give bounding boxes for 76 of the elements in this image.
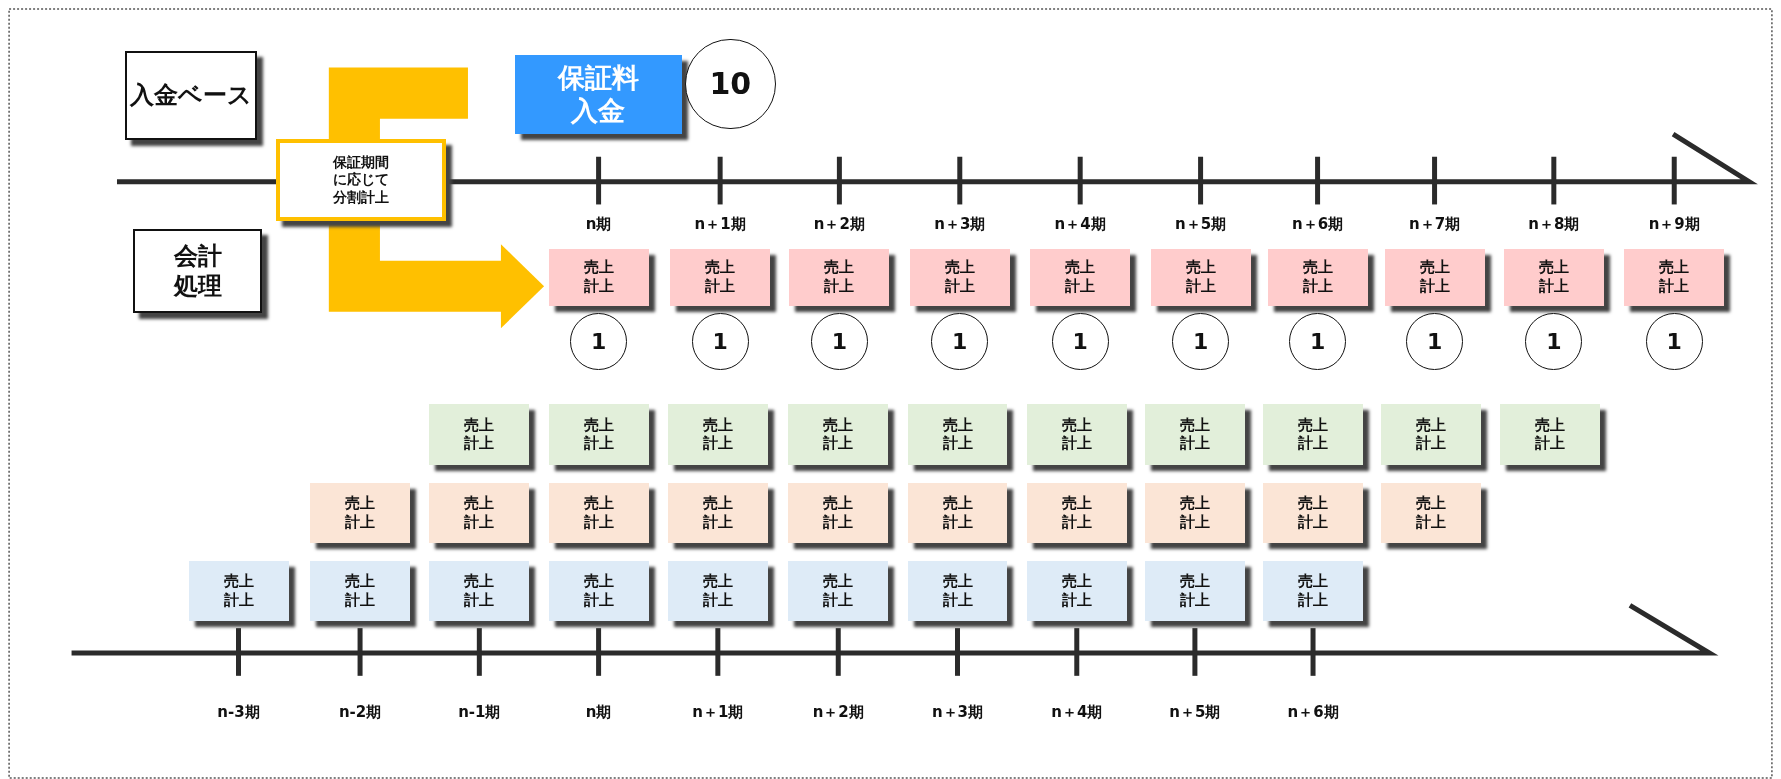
sales-box: 売上計上 [789,248,890,306]
sales-box: 売上計上 [788,404,889,465]
amount-circle: 10 [684,38,776,130]
sales-box: 売上計上 [907,561,1008,622]
sales-box: 売上計上 [429,561,530,622]
sales-box: 売上計上 [909,248,1010,306]
sales-box: 売上計上 [670,248,771,306]
period-label: n＋8期 [1528,214,1580,234]
period-label: n＋5期 [1169,703,1221,723]
sales-box: 売上計上 [1026,561,1127,622]
label-box: 入金ベース [124,51,257,140]
amount-circle: 1 [811,313,868,371]
period-label: n-2期 [338,703,382,723]
sales-box: 売上計上 [1384,248,1485,306]
amount-circle: 1 [570,313,627,371]
amount-circle: 1 [691,313,749,371]
sales-box: 売上計上 [788,561,889,622]
sales-box: 売上計上 [667,404,768,465]
label-box: 保証料入金 [514,54,682,134]
amount-circle: 1 [1645,313,1703,371]
period-label: n＋3期 [934,214,986,234]
amount-circle: 1 [1051,313,1109,371]
period-label: n＋6期 [1287,703,1339,723]
amount-circle: 1 [1289,313,1346,371]
sales-box: 売上計上 [907,482,1008,543]
sales-box: 売上計上 [1144,561,1245,622]
sales-box: 売上計上 [667,561,768,622]
period-label: n＋4期 [1051,703,1103,723]
sales-box: 売上計上 [1144,482,1245,543]
period-label: n＋9期 [1648,214,1700,234]
sales-box: 売上計上 [907,404,1008,465]
sales-box: 売上計上 [1267,248,1368,306]
period-label: n＋7期 [1409,214,1461,234]
sales-box: 売上計上 [1030,248,1131,306]
sales-box: 売上計上 [548,404,649,465]
sales-box: 売上計上 [1500,404,1601,465]
sales-box: 売上計上 [1144,404,1245,465]
amount-circle: 1 [1172,313,1229,371]
bent-arrow [328,67,545,329]
sales-box: 売上計上 [1026,404,1127,465]
sales-box: 売上計上 [788,482,889,543]
period-label: n＋5期 [1175,214,1227,234]
period-label: n＋4期 [1054,214,1106,234]
period-label: n＋2期 [813,214,865,234]
amount-circle: 1 [931,313,989,371]
period-label: n-3期 [217,703,260,723]
sales-box: 売上計上 [429,482,530,543]
period-label: n＋6期 [1292,214,1344,234]
sales-box: 売上計上 [1503,248,1604,306]
sales-box: 売上計上 [1150,248,1251,306]
period-label: n期 [585,214,612,234]
period-label: n-1期 [458,703,501,723]
sales-box: 売上計上 [1263,482,1363,543]
sales-box: 売上計上 [548,561,649,622]
amount-circle: 1 [1406,313,1463,371]
period-label: n＋3期 [931,703,984,723]
sales-box: 売上計上 [1263,404,1363,465]
sales-box: 売上計上 [1381,404,1482,465]
sales-box: 売上計上 [1263,561,1363,622]
sales-box: 売上計上 [310,482,411,543]
period-label: n＋1期 [694,214,746,234]
sales-box: 売上計上 [1624,248,1725,306]
sales-box: 売上計上 [667,482,768,543]
note-box: 保証期間に応じて分割計上 [276,138,447,222]
sales-box: 売上計上 [548,482,649,543]
sales-box: 売上計上 [548,248,649,306]
amount-circle: 1 [1525,313,1583,371]
sales-box: 売上計上 [1381,482,1482,543]
sales-box: 売上計上 [188,561,289,622]
period-label: n＋2期 [812,703,864,723]
sales-box: 売上計上 [1026,482,1127,543]
sales-box: 売上計上 [310,561,411,622]
period-label: n期 [585,703,612,723]
sales-box: 売上計上 [429,404,530,465]
period-label: n＋1期 [692,703,744,723]
label-box: 会計処理 [132,229,263,314]
